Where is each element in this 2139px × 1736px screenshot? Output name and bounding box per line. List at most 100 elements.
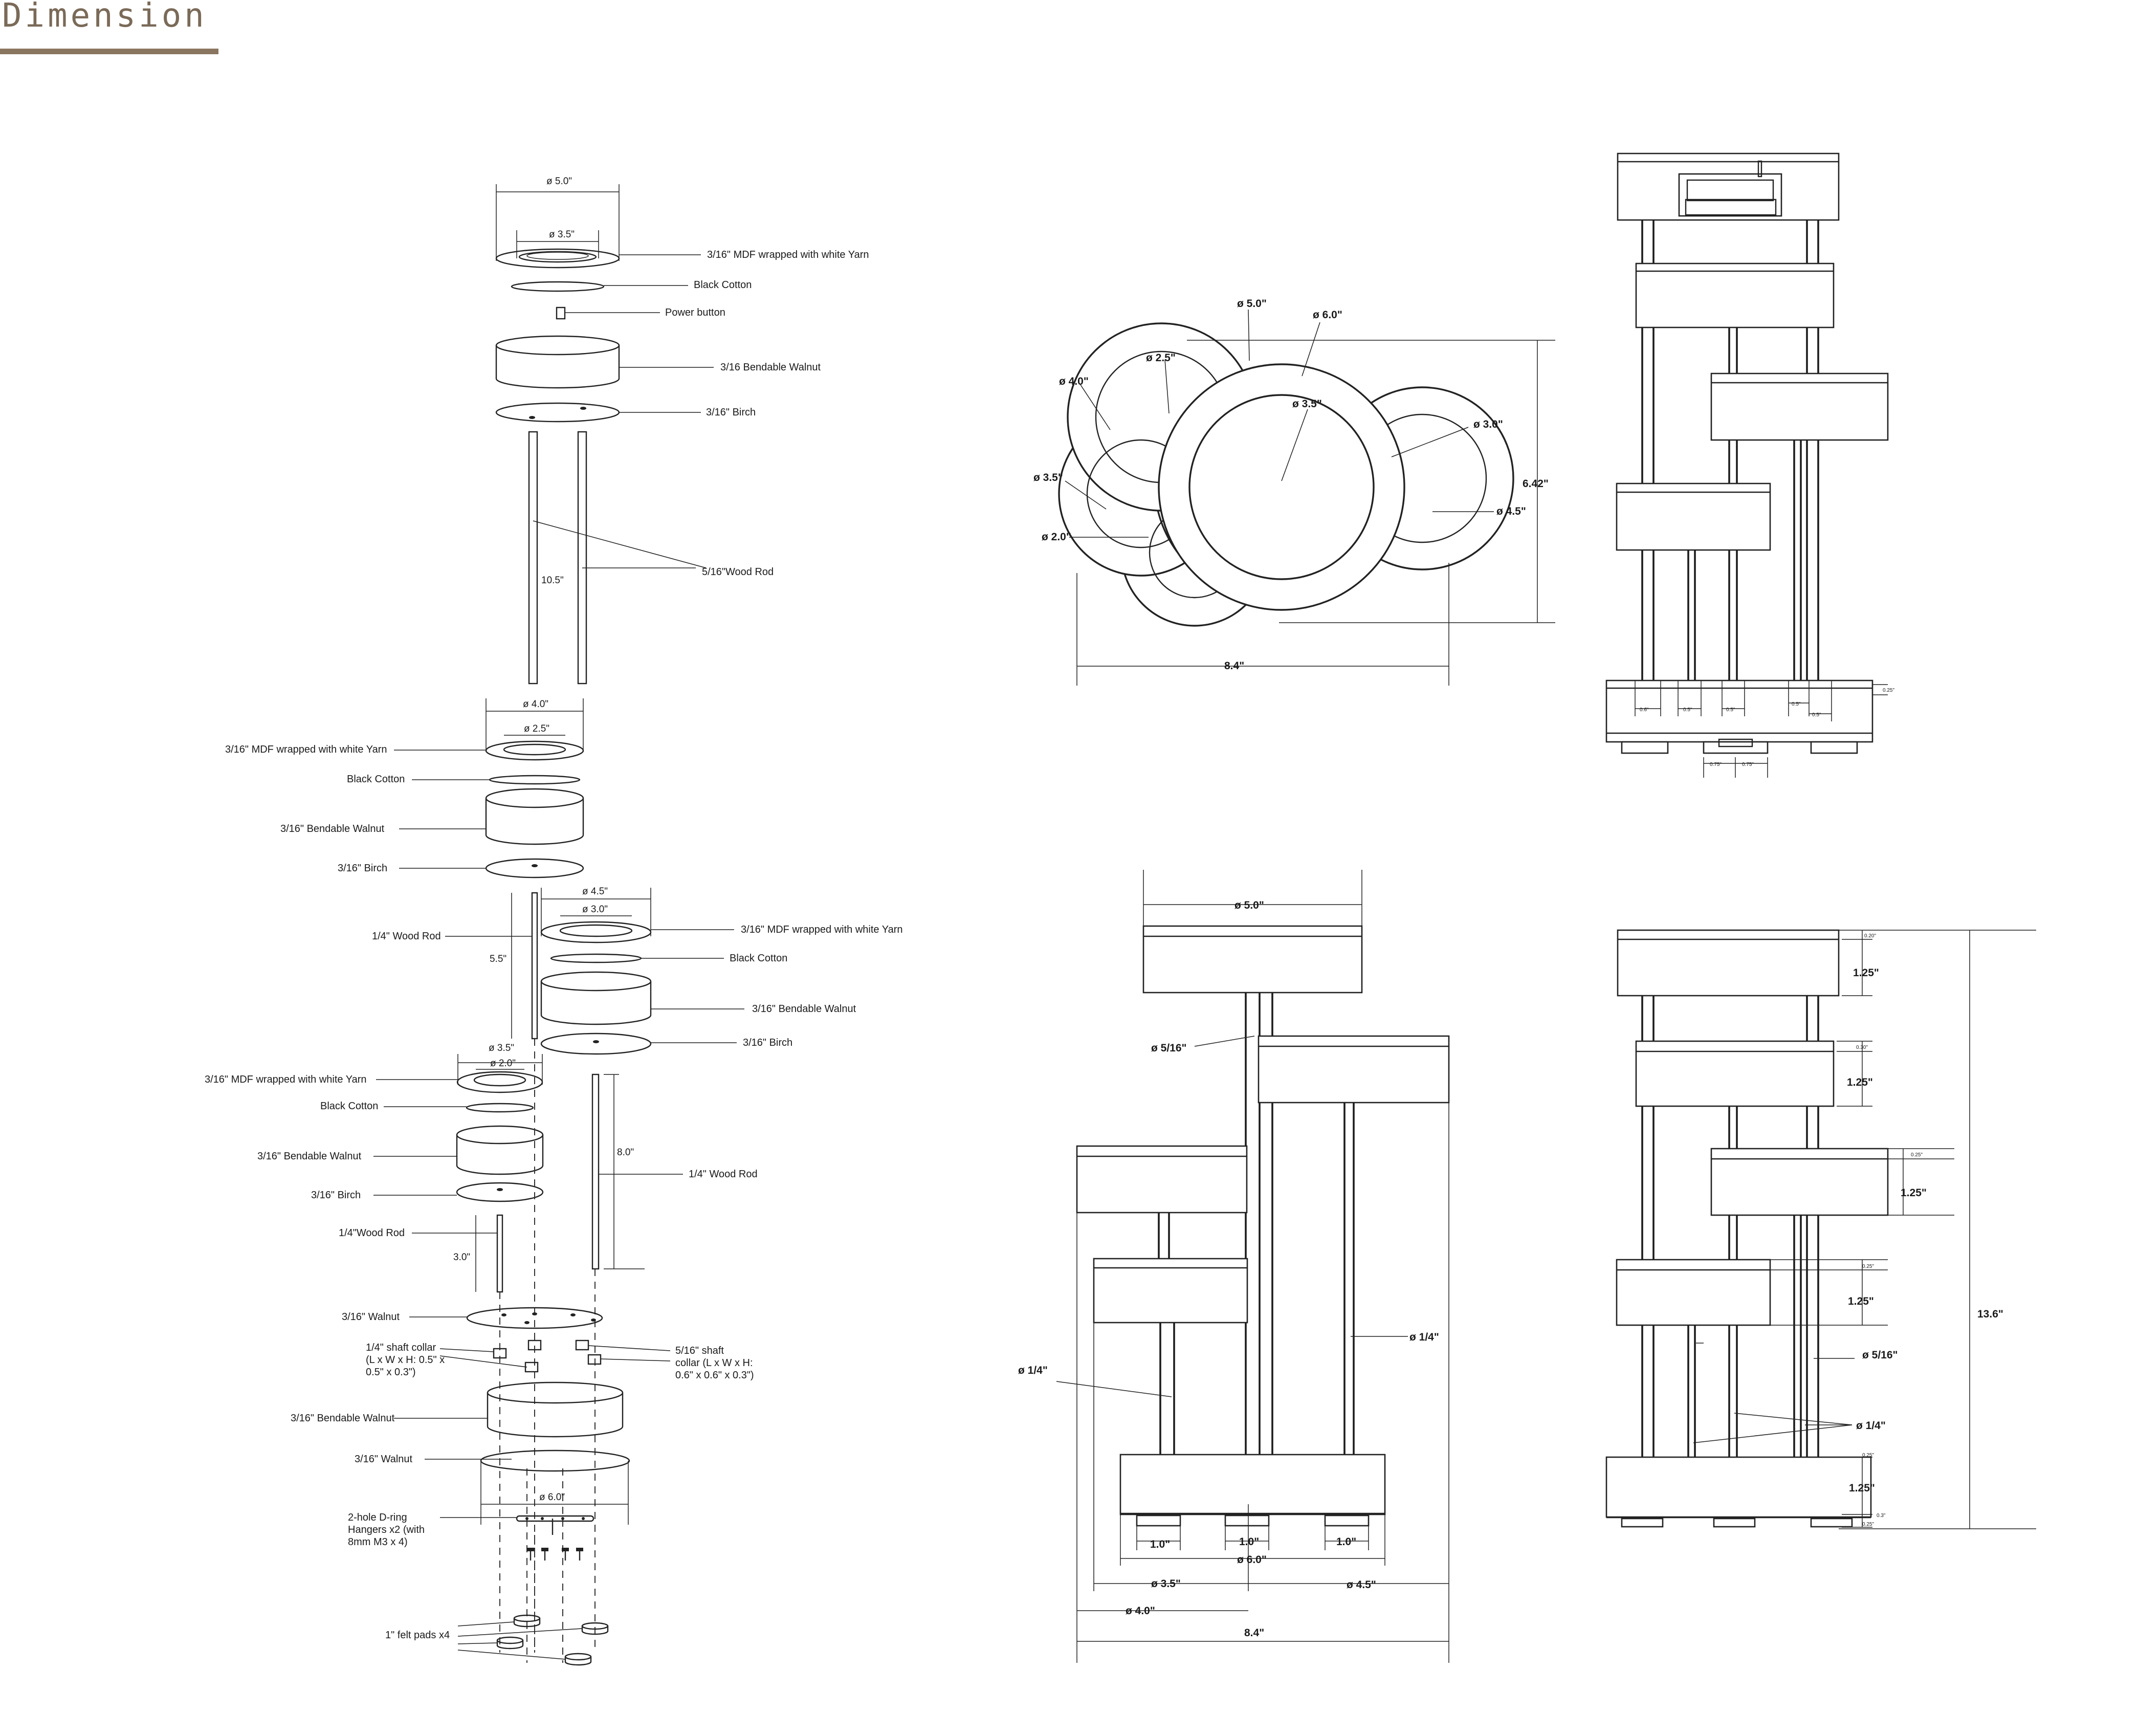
dim-side-total: 13.6": [1977, 1308, 2003, 1320]
label-disk1-cotton: Black Cotton: [694, 279, 752, 291]
dim-plan-4: 0.5": [1792, 701, 1801, 707]
label-disk4-birch: 3/16" Birch: [311, 1190, 361, 1201]
label-disk3-birch: 3/16" Birch: [743, 1037, 792, 1048]
dim-top-height: 6.42": [1523, 478, 1549, 490]
dim-disk1-inner: ø 3.5": [549, 229, 575, 240]
label-disk1-walnut: 3/16 Bendable Walnut: [720, 362, 821, 373]
label-disk2-cotton: Black Cotton: [347, 774, 405, 785]
dim-disk3-outer: ø 4.5": [582, 886, 608, 897]
dim-front-d35: ø 3.5": [1151, 1578, 1181, 1590]
label-disk3-cotton: Black Cotton: [730, 953, 787, 964]
dim-top-d35-left: ø 3.5": [1033, 472, 1063, 484]
dim-top-d50: ø 5.0": [1237, 298, 1267, 310]
exploded-disk-4: ø 3.5" ø 2.0" 3/16" MDF wrapped with whi…: [205, 1043, 544, 1293]
dim-side-rod516: ø 5/16": [1862, 1349, 1898, 1361]
label-disk3-rod: 1/4" Wood Rod: [689, 1169, 758, 1180]
exploded-disk-3: ø 4.5" ø 3.0" 3/16" MDF wrapped with whi…: [540, 886, 903, 1270]
dim-top-d25: ø 2.5": [1146, 352, 1176, 364]
dim-front-d45: ø 4.5": [1347, 1579, 1376, 1591]
dim-disk1-outer: ø 5.0": [546, 176, 572, 187]
side-view: 1.25" 1.25" 1.25" 1.25" 1.25" 13.6" ø 5/…: [1605, 929, 2036, 1529]
exploded-disk-2: ø 4.0" ø 2.5" 3/16" MDF wrapped with whi…: [225, 698, 584, 1040]
label-disk2-walnut: 3/16" Bendable Walnut: [280, 823, 385, 834]
dim-side-rod14: ø 1/4": [1856, 1420, 1886, 1432]
dim-side-gap1: 0.20": [1864, 933, 1876, 939]
label-collar-516-2: collar (L x W x H:: [675, 1357, 753, 1369]
dim-front-d40: ø 4.0": [1126, 1605, 1155, 1617]
dim-disk3-rod-len: 8.0": [617, 1147, 634, 1158]
plan-view: 0.6" 0.5" 0.5" 0.5" 0.5" 0.25" 0.75" 0.7…: [1605, 152, 1894, 778]
dim-side-gap5: 0.25": [1862, 1453, 1874, 1458]
label-collar-quarter-2: (L x W x H: 0.5" x: [366, 1354, 445, 1366]
dim-plan-3: 0.5": [1726, 707, 1735, 713]
label-collar-516-1: 5/16" shaft: [675, 1345, 724, 1356]
label-base-walnut-bottom: 3/16" Walnut: [355, 1454, 413, 1465]
label-disk4-mdf: 3/16" MDF wrapped with white Yarn: [205, 1074, 367, 1085]
dim-front-width: 8.4": [1244, 1627, 1264, 1639]
dim-side-h5: 1.25": [1849, 1482, 1875, 1494]
dim-plan-8: 0.75": [1742, 762, 1754, 767]
title-underline: [0, 49, 218, 54]
dim-side-h1: 1.25": [1853, 967, 1879, 979]
dim-side-h3: 1.25": [1901, 1187, 1927, 1199]
dim-front-rod14-left: ø 1/4": [1018, 1365, 1048, 1376]
label-hangers-1: 2-hole D-ring: [348, 1512, 407, 1523]
label-disk2-birch: 3/16" Birch: [338, 863, 387, 874]
dim-top-width: 8.4": [1224, 660, 1244, 672]
label-base-walnut-top: 3/16" Walnut: [342, 1311, 400, 1323]
label-disk1-rod: 5/16"Wood Rod: [702, 566, 774, 578]
dim-disk3-inner: ø 3.0": [582, 904, 608, 915]
label-power-button: Power button: [665, 307, 725, 318]
dim-front-rod516: ø 5/16": [1151, 1042, 1187, 1054]
front-view: ø 5.0" ø 5/16" ø 1/4" ø 1/4" 1.0" 1.0" 1…: [1018, 870, 1450, 1663]
label-disk2-mdf: 3/16" MDF wrapped with white Yarn: [225, 744, 387, 755]
dim-disk1-rod-len: 10.5": [541, 575, 564, 586]
label-hangers-2: Hangers x2 (with: [348, 1524, 425, 1535]
exploded-view: ø 5.0" ø 3.5" 3/16" MDF wrapped with whi…: [205, 176, 903, 1666]
dim-top-d60: ø 6.0": [1313, 309, 1342, 321]
dim-plan-6: 0.25": [1883, 688, 1894, 693]
dim-side-gap2: 0.30": [1856, 1045, 1868, 1050]
exploded-base: 3/16" Walnut 1/4" shaft collar (L x W x …: [291, 1307, 754, 1666]
exploded-disk-1: ø 5.0" ø 3.5" 3/16" MDF wrapped with whi…: [495, 176, 869, 685]
dim-base-dia: ø 6.0": [539, 1492, 565, 1503]
dim-top-d30: ø 3.0": [1473, 419, 1503, 430]
dim-disk4-outer: ø 3.5": [489, 1043, 514, 1053]
label-disk3-mdf: 3/16" MDF wrapped with white Yarn: [741, 924, 903, 935]
top-view: ø 5.0" ø 6.0" ø 2.5" ø 4.0" ø 3.5" ø 3.0…: [1033, 298, 1555, 686]
label-base-bend-walnut: 3/16" Bendable Walnut: [291, 1413, 395, 1424]
dim-plan-7: 0.75": [1710, 762, 1722, 767]
dim-top-d45: ø 4.5": [1496, 506, 1526, 517]
label-collar-quarter-3: 0.5" x 0.3"): [366, 1367, 416, 1378]
label-felt-pads: 1" felt pads x4: [385, 1630, 450, 1641]
dim-side-h4: 1.25": [1848, 1295, 1874, 1307]
dim-side-gap3: 0.25": [1911, 1152, 1923, 1158]
dim-plan-2: 0.5": [1683, 707, 1692, 713]
dim-side-gap7: 0.25": [1862, 1522, 1874, 1527]
dim-plan-5: 0.5": [1812, 712, 1821, 718]
label-hangers-3: 8mm M3 x 4): [348, 1536, 408, 1548]
label-disk4-rod: 1/4"Wood Rod: [339, 1227, 405, 1239]
label-disk3-walnut: 3/16" Bendable Walnut: [752, 1003, 856, 1015]
dim-disk4-inner: ø 2.0": [490, 1058, 516, 1069]
label-collar-516-3: 0.6" x 0.6" x 0.3"): [675, 1370, 754, 1381]
page-title: Dimension: [2, 0, 207, 35]
dim-side-gap4: 0.25": [1862, 1264, 1874, 1269]
label-disk4-cotton: Black Cotton: [320, 1101, 378, 1112]
label-disk4-walnut: 3/16" Bendable Walnut: [257, 1151, 362, 1162]
dim-top-d40: ø 4.0": [1059, 376, 1089, 387]
dim-front-foot3: 1.0": [1336, 1536, 1356, 1548]
label-collar-quarter-1: 1/4" shaft collar: [366, 1342, 436, 1353]
dim-front-foot1: 1.0": [1150, 1539, 1170, 1550]
dim-side-gap6: 0.3": [1877, 1513, 1886, 1519]
dim-front-top: ø 5.0": [1234, 899, 1264, 911]
dim-side-h2: 1.25": [1847, 1076, 1873, 1088]
dim-disk2-outer: ø 4.0": [523, 699, 548, 710]
dim-top-d20: ø 2.0": [1042, 531, 1071, 543]
dim-disk2-rod-len: 5.5": [490, 954, 506, 964]
dim-front-rod14-right: ø 1/4": [1409, 1331, 1439, 1343]
label-disk2-rod: 1/4" Wood Rod: [372, 931, 441, 942]
dim-disk2-inner: ø 2.5": [524, 723, 549, 734]
label-disk1-birch: 3/16" Birch: [706, 407, 756, 418]
